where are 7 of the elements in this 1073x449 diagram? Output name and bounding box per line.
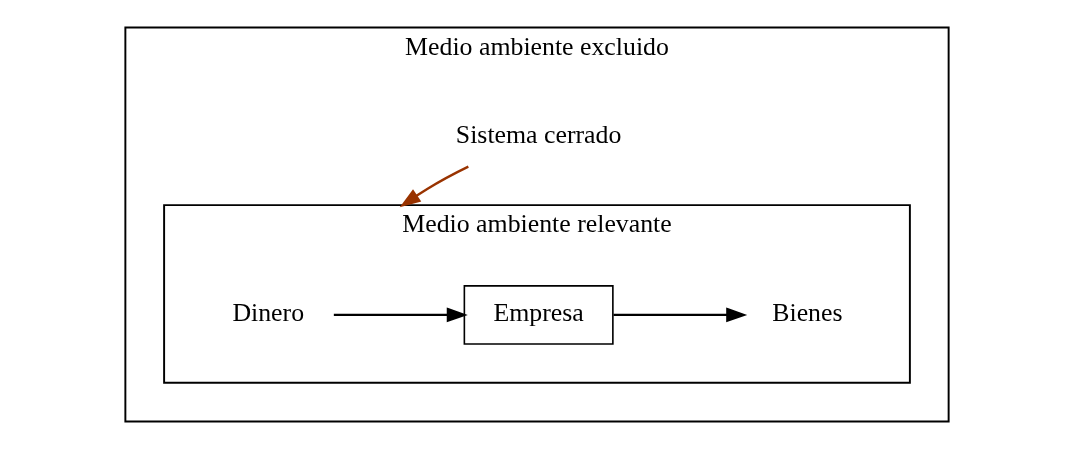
arrow [399, 165, 469, 208]
arrow [613, 307, 747, 323]
node-text: Sistema cerrado [455, 120, 621, 150]
arrow [333, 307, 468, 323]
node-box: Empresa [463, 285, 614, 345]
node-text: Dinero [231, 298, 304, 328]
node-text: Bienes [771, 298, 843, 328]
